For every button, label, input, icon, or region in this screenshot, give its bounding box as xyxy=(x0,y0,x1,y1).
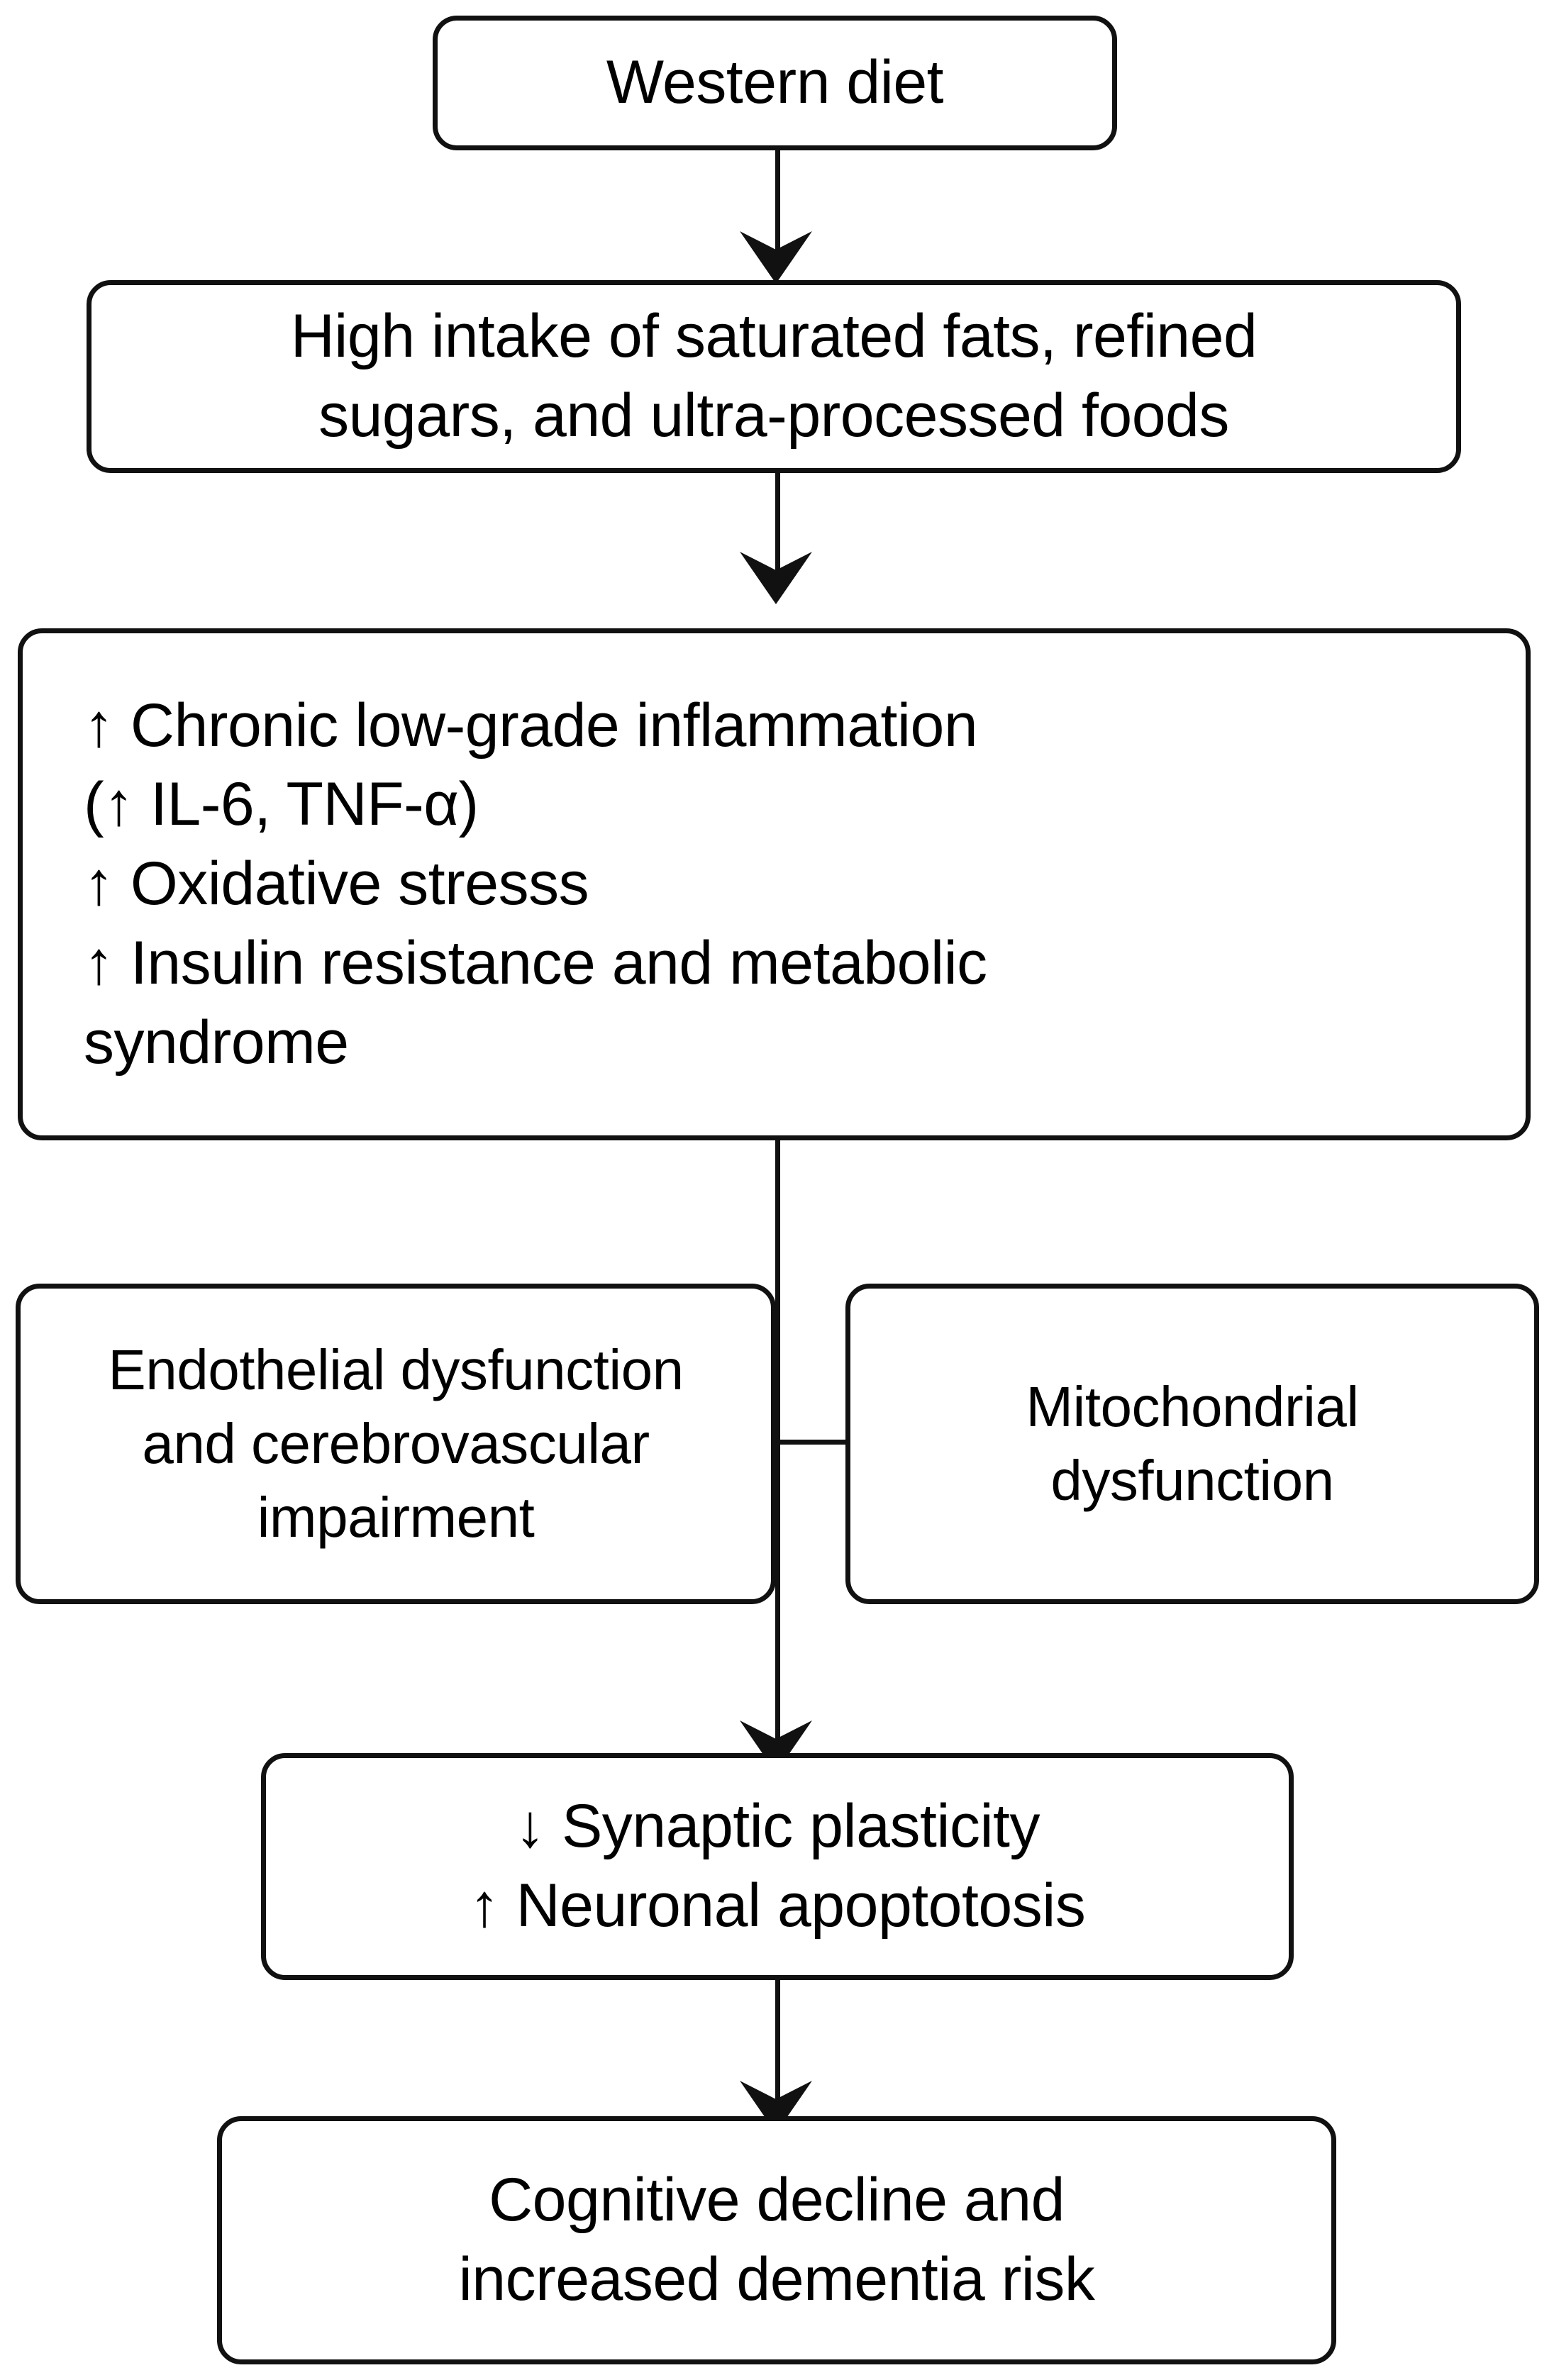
node-mitochondrial-dysfunction-label: Mitochondrial dysfunction xyxy=(1026,1375,1359,1512)
connector-inflammation-to-synaptic xyxy=(775,1140,780,1763)
node-synaptic-plasticity-label: ↓ Synaptic plasticity ↑ Neuronal apoptot… xyxy=(469,1792,1086,1940)
arrowhead-icon xyxy=(737,213,815,284)
node-cognitive-decline: Cognitive decline and increased dementia… xyxy=(217,2116,1336,2364)
node-high-intake: High intake of saturated fats, refined s… xyxy=(87,280,1461,473)
node-mitochondrial-dysfunction: Mitochondrial dysfunction xyxy=(845,1284,1539,1604)
node-cognitive-decline-label: Cognitive decline and increased dementia… xyxy=(458,2166,1095,2313)
connector-synaptic-to-cognitive xyxy=(775,1980,780,2130)
node-western-diet-label: Western diet xyxy=(606,48,944,117)
connector-high-intake-to-inflammation xyxy=(775,473,780,581)
arrowhead-icon xyxy=(737,1702,815,1773)
node-inflammation-label: ↑ Chronic low-grade inflammation (↑ IL-6… xyxy=(84,691,987,1077)
arrowhead-icon xyxy=(737,2062,815,2133)
node-synaptic-plasticity: ↓ Synaptic plasticity ↑ Neuronal apoptot… xyxy=(261,1753,1294,1980)
node-inflammation: ↑ Chronic low-grade inflammation (↑ IL-6… xyxy=(18,628,1531,1140)
connector-branch-to-mitochondrial xyxy=(776,1440,847,1445)
node-endothelial-dysfunction: Endothelial dysfunction and cerebrovascu… xyxy=(16,1284,776,1604)
node-western-diet: Western diet xyxy=(433,16,1117,150)
node-endothelial-dysfunction-label: Endothelial dysfunction and cerebrovascu… xyxy=(108,1338,684,1549)
node-high-intake-label: High intake of saturated fats, refined s… xyxy=(290,302,1258,450)
connector-western-diet-to-high-intake xyxy=(775,150,780,264)
arrowhead-icon xyxy=(737,533,815,604)
